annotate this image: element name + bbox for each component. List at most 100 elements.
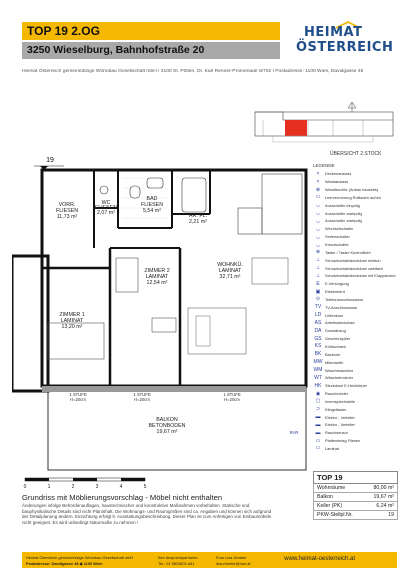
room-zimmer2-area: 12,54 m² — [147, 280, 168, 286]
legend-item: ◡Kreuzschalter — [311, 241, 397, 249]
legend-item: ◡Wechselschalter — [311, 225, 397, 233]
legend-item: ▢Innenspiechstelle — [311, 397, 397, 405]
legend-item: ⊕Taster / Taster Kontrolllicht — [311, 248, 397, 256]
room-zimmer1-area: 13,20 m² — [62, 324, 83, 330]
legend-symbol-icon: GS — [314, 335, 322, 342]
info-value: 80,00 m² — [373, 485, 394, 491]
legend-label: Taster / Taster Kontrolllicht — [325, 249, 371, 255]
legend-label: Dunstabzug — [325, 328, 346, 334]
room-vorr-name: VORR. — [59, 202, 76, 208]
legend-symbol-icon: ▬ — [315, 414, 321, 421]
info-row: PKW-Stellpl.Nr. 19 — [313, 511, 398, 520]
legend-label: Leerverrohrung Rollladen außen — [325, 194, 382, 200]
footer-contact-label: Ihre Ansprechpartnerin: — [158, 555, 199, 560]
room-wc-name: WC — [102, 200, 111, 206]
floor-plan: VORR. FLIESEN 11,73 m² WC FLIESEN 2,07 m… — [12, 157, 308, 471]
legend-item: ▣Elektroherd — [311, 288, 397, 296]
legend-symbol-icon: HK — [314, 382, 322, 389]
info-label: Wohnräume — [317, 485, 346, 491]
info-label: PKW-Stellpl.Nr. — [317, 512, 353, 518]
legend-symbol-icon: ▬ — [315, 421, 321, 428]
room-ar-name: AR. FL. — [189, 213, 207, 219]
plan-title: Grundriss mit Möblierungsvorschlag - Möb… — [22, 493, 223, 502]
room-vorr-area: 11,73 m² — [57, 214, 78, 220]
keyplan-caption: ÜBERSICHT 2.STOCK — [330, 151, 382, 157]
legend-item: ⊃ Klingeltaster — [311, 405, 397, 413]
legend-symbol-icon: ⊥ — [315, 265, 321, 272]
room-zimmer1-floor: LAMINAT — [61, 318, 84, 324]
legend-symbol-icon: ▬ — [315, 429, 321, 436]
legend-label: Rauchsensor — [325, 430, 348, 436]
info-value: 19 — [388, 512, 394, 518]
legend-label: Serienschalter — [325, 234, 350, 240]
legend-item: ▬Elektro - Verteiler — [311, 413, 397, 421]
legend-item: ▭ Laminat — [311, 445, 397, 453]
room-zimmer2-floor: LAMINAT — [146, 274, 169, 280]
legend-symbol-icon: ⊃ — [315, 406, 321, 413]
roof-icon — [335, 20, 361, 29]
rar-label: RAR — [290, 430, 299, 435]
legend-label: TV-Anschlussdose — [325, 304, 358, 310]
address-bar: 3250 Wieselburg, Bahnhofstraße 20 — [22, 42, 280, 59]
company-line: Heimat Österreich gemeinnützige Wohnbau … — [22, 69, 364, 74]
stufe-height-1: H=20cm — [70, 397, 86, 402]
legend-item: ⊥Schutzkontaktsteckdose mit Klappdeckel — [311, 272, 397, 280]
legend-label: Klingeltaster — [325, 406, 347, 412]
legend-symbol-icon: WM — [313, 367, 323, 374]
footer-website-link[interactable]: www.heimat-oesterreich.at — [284, 556, 355, 562]
room-zimmer1-name: ZIMMER 1 — [59, 312, 84, 318]
top-number: 19 — [46, 157, 54, 164]
legend-label: Laminat — [325, 445, 339, 451]
room-wc-floor: FLIESEN — [95, 205, 117, 211]
legend-label: Lüfterdose — [325, 312, 344, 318]
legend-symbol-icon: ⊗ — [315, 186, 321, 193]
keyplan-diagram — [254, 101, 394, 143]
legend-item: ×Deckenauslass — [311, 170, 397, 178]
legend-item: ▬Elektro - Verteiler — [311, 421, 397, 429]
scale-tick-1: 1 — [48, 484, 51, 490]
legend-symbol-icon: ◡ — [315, 233, 321, 240]
legend-item: ▬ Rauchsensor — [311, 429, 397, 437]
room-wohnku-area: 32,71 m² — [220, 274, 241, 280]
legend-label: Innenspiechstelle — [325, 398, 356, 404]
disclaimer: Änderungen infolge Behördenauflagen, hau… — [22, 503, 272, 525]
footer-email[interactable]: lisa.zimeter@hoe.at — [216, 560, 251, 566]
legend-symbol-icon: ▣ — [315, 288, 321, 295]
room-bad-area: 5,54 m² — [143, 208, 161, 214]
legend-label: Geschirrspüler — [325, 336, 351, 342]
legend-label: Wandleuchte (Anbau bauseits) — [325, 187, 379, 193]
info-row: Wohnräume 80,00 m² — [313, 484, 398, 493]
legend-symbol-icon: ⊥ — [315, 272, 321, 279]
legend-item: ◡Ausschalter einpolig — [311, 201, 397, 209]
address: 3250 Wieselburg, Bahnhofstraße 20 — [27, 44, 205, 56]
legend-item: ◡ Serienschalter — [311, 233, 397, 241]
legend-title: LEGENDE — [313, 163, 335, 168]
legend-symbol-icon: × — [316, 178, 320, 185]
legend-item: ▭Plattenbelag Fliesen — [311, 437, 397, 445]
room-wohnku-name: WOHNKÜ. — [217, 261, 243, 268]
legend-label: Mikrowelle — [325, 359, 344, 365]
room-balkon-name: BALKON — [156, 417, 178, 423]
legend-label: Schutzkontaktsteckdose zweifach — [325, 265, 384, 271]
legend-symbol-icon: WT — [314, 374, 322, 381]
legend-symbol-icon: ◡ — [315, 241, 321, 248]
legend-symbol-icon: ⊥ — [315, 257, 321, 264]
legend-symbol-icon: ▭ — [315, 445, 321, 452]
legend-symbol-icon: KS — [314, 343, 322, 350]
scale-tick-0: 0 — [24, 484, 27, 490]
room-balkon-area: 19,67 m² — [157, 429, 178, 435]
scale-tick-5: 5 — [144, 484, 147, 490]
footer-address: Postadresse: Davidgasse 48 ◆ 1100 Wien — [26, 560, 103, 566]
stufe-label-3: 1 STUFE — [223, 392, 240, 397]
legend-item: ◡Ausschalter zweipolig — [311, 209, 397, 217]
legend-symbol-icon: AS — [314, 319, 322, 326]
legend-symbol-icon: BK — [314, 351, 322, 358]
scale-tick-3: 3 — [96, 484, 99, 490]
